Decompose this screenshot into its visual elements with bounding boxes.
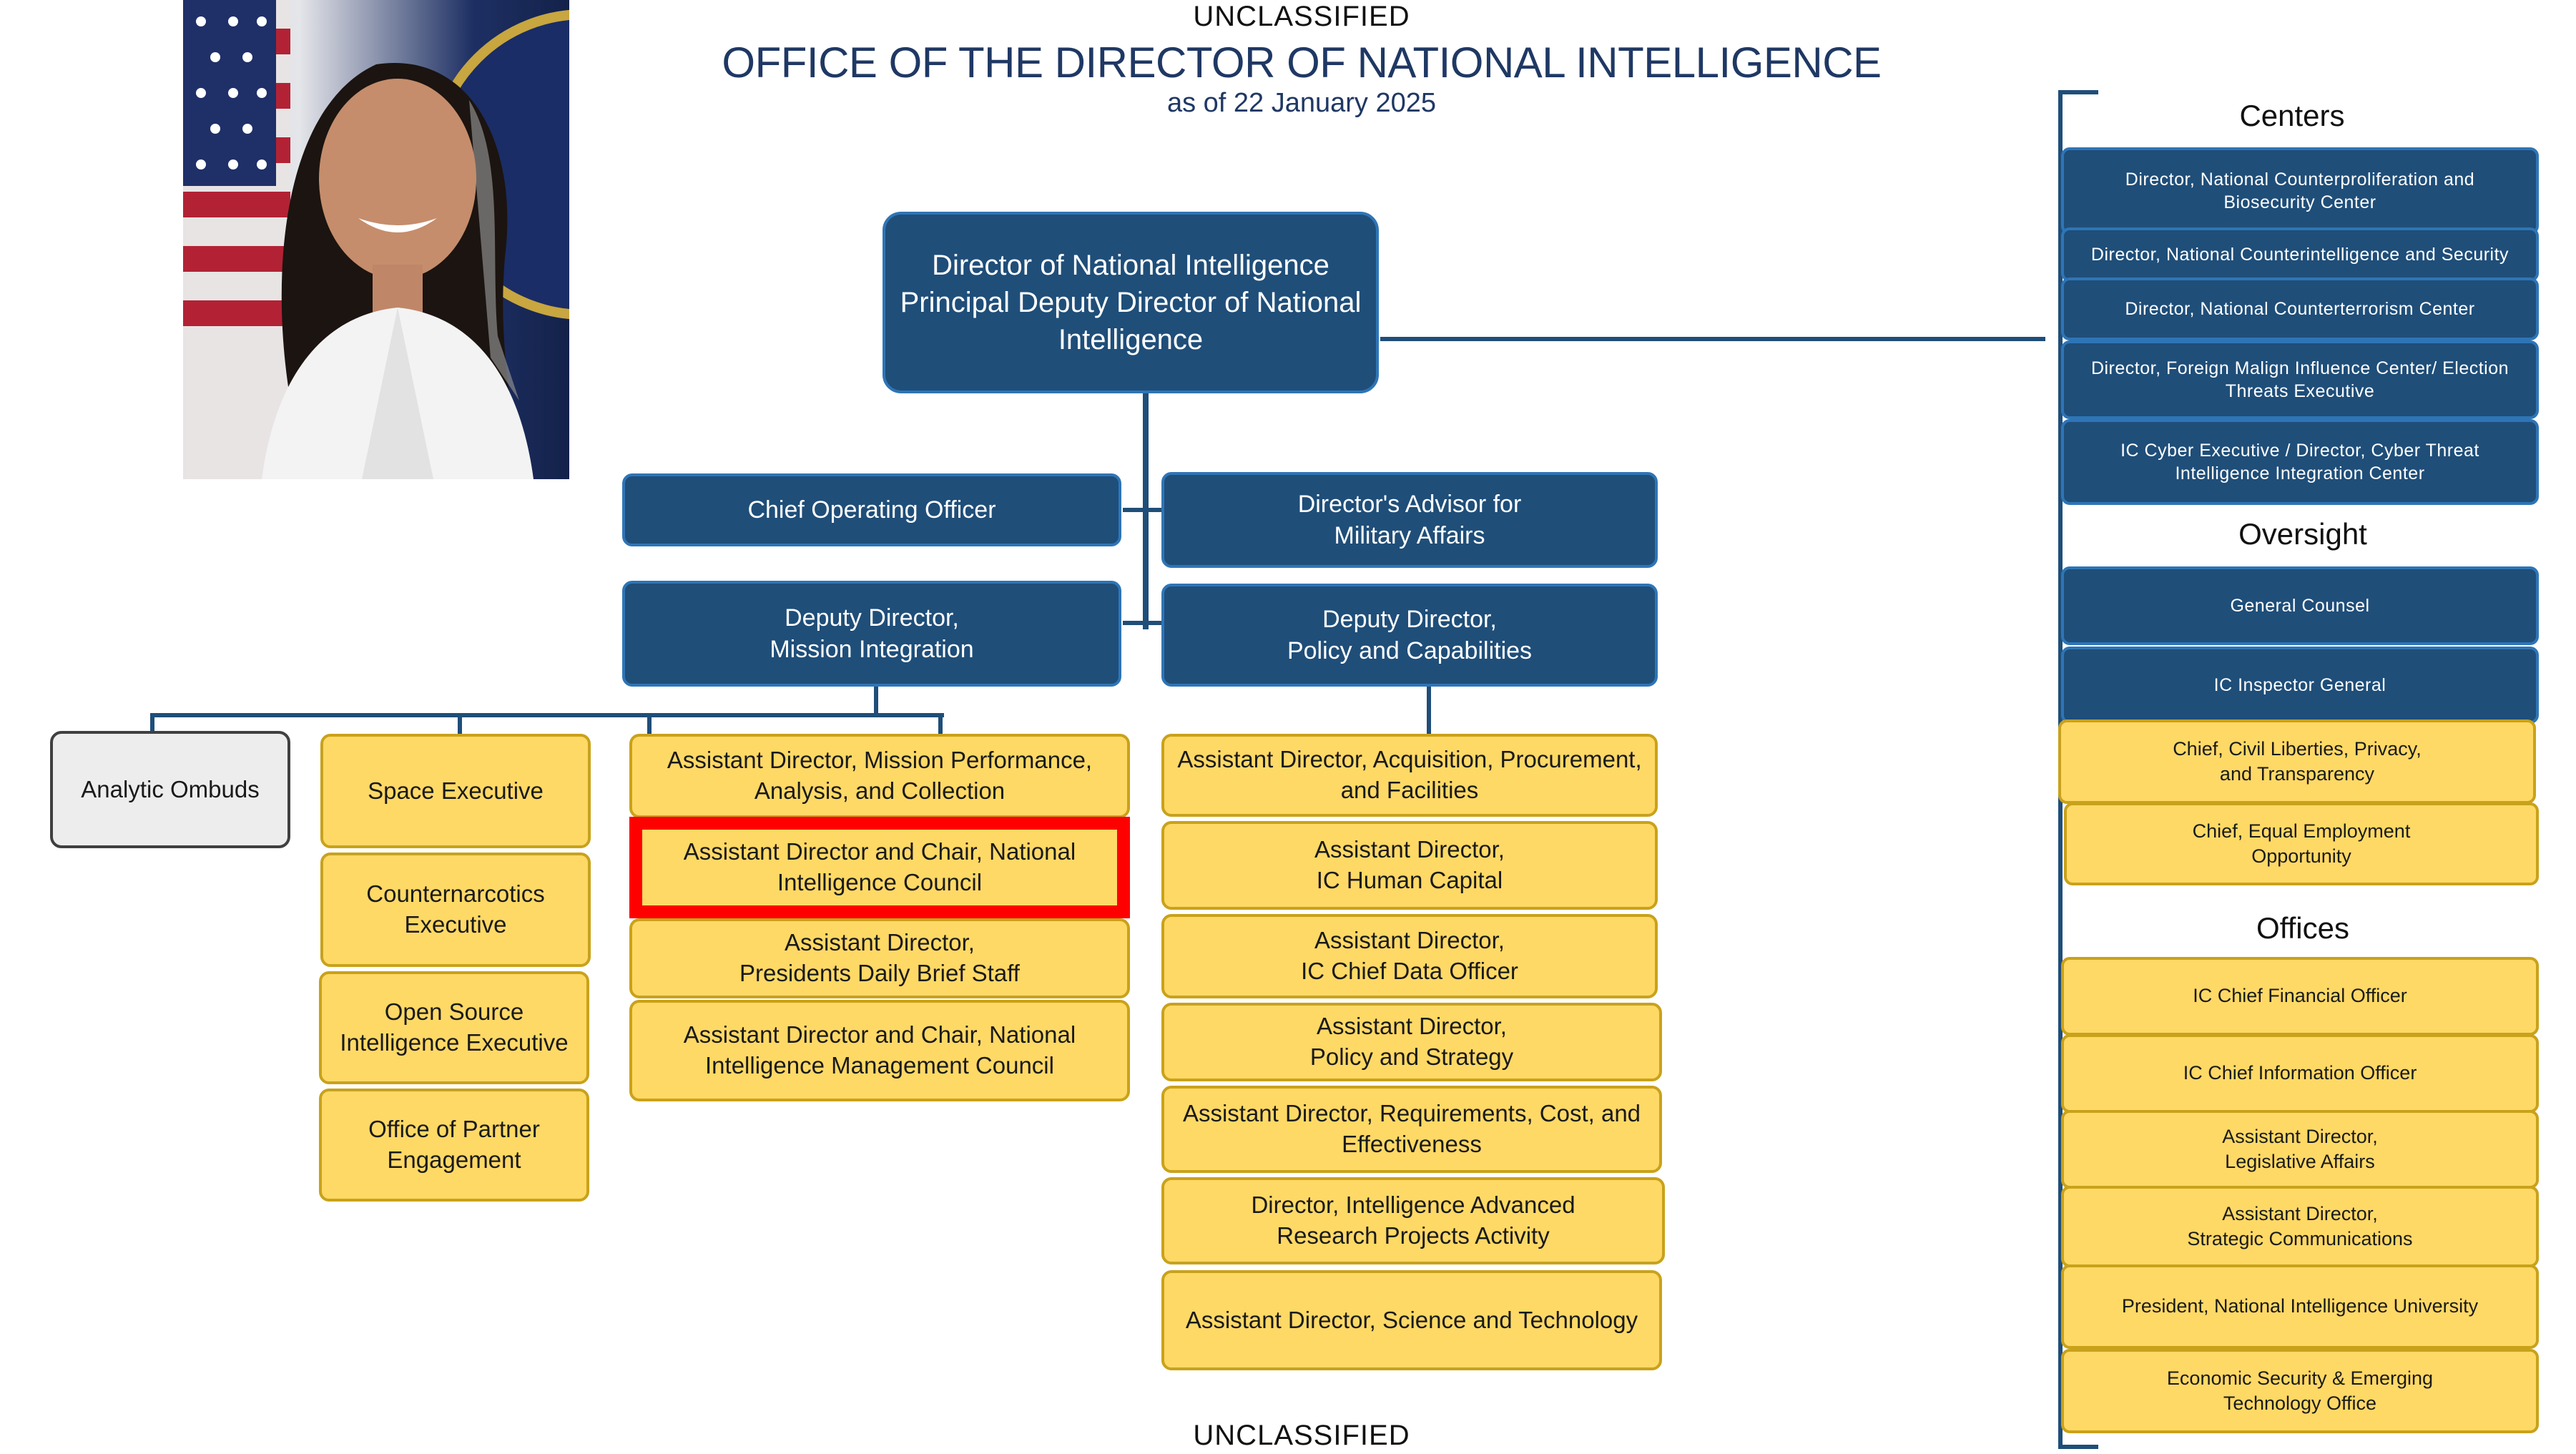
center-box: IC Cyber Executive / Director, Cyber Thr… (2061, 419, 2539, 505)
oversight-heading: Oversight (2238, 516, 2367, 551)
classification-bottom: UNCLASSIFIED (1193, 1420, 1410, 1451)
connector-coo (1123, 508, 1149, 512)
policy-column-box: Assistant Director, IC Chief Data Office… (1161, 914, 1658, 998)
oversight-box: Chief, Civil Liberties, Privacy, and Tra… (2058, 719, 2536, 804)
portrait-illustration (183, 0, 569, 479)
oversight-box: Chief, Equal Employment Opportunity (2064, 802, 2539, 885)
mission-column-box: Assistant Director, Presidents Daily Bri… (629, 918, 1130, 998)
policy-column-box: Assistant Director, Policy and Strategy (1161, 1003, 1662, 1081)
center-box: Director, National Counterintelligence a… (2061, 227, 2539, 282)
connector-military (1144, 508, 1170, 512)
offices-heading: Offices (2256, 910, 2349, 945)
office-box: Economic Security & Emerging Technology … (2061, 1349, 2539, 1433)
military-advisor-box: Director's Advisor for Military Affairs (1161, 472, 1658, 568)
analytic-ombuds-box: Analytic Ombuds (50, 731, 290, 848)
connector-executives (458, 713, 462, 735)
center-box: Director, Foreign Malign Influence Cente… (2061, 340, 2539, 419)
coo-box: Chief Operating Officer (622, 473, 1121, 546)
policy-column-box: Assistant Director, Requirements, Cost, … (1161, 1086, 1662, 1173)
connector-dni-right (1380, 337, 2045, 341)
connector-mission-column-b (938, 713, 943, 735)
policy-column-box: Assistant Director, Acquisition, Procure… (1161, 734, 1658, 817)
policy-column-box: Assistant Director, Science and Technolo… (1161, 1270, 1662, 1370)
deputy-policy-box: Deputy Director, Policy and Capabilities (1161, 584, 1658, 687)
connector-mission-horizontal (150, 713, 944, 717)
portrait-photo (183, 0, 569, 479)
connector-policy-down (1427, 687, 1431, 734)
office-box: President, National Intelligence Univers… (2061, 1264, 2539, 1349)
office-box: IC Chief Financial Officer (2061, 957, 2539, 1036)
connector-deputy-mission (1123, 621, 1149, 625)
policy-column-box: Assistant Director, IC Human Capital (1161, 821, 1658, 910)
executive-box: Counternarcotics Executive (320, 853, 591, 967)
policy-column-box: Director, Intelligence Advanced Research… (1161, 1177, 1665, 1264)
executive-box: Space Executive (320, 734, 591, 848)
office-box: Assistant Director, Legislative Affairs (2061, 1110, 2539, 1189)
mission-column-box: Assistant Director, Mission Performance,… (629, 734, 1130, 818)
mission-column-box: Assistant Director and Chair, National I… (629, 1000, 1130, 1101)
connector-mission-column-a (647, 713, 652, 735)
connector-deputy-policy (1144, 621, 1170, 625)
bracket-top (2058, 90, 2098, 94)
dni-box: Director of National Intelligence Princi… (883, 212, 1379, 393)
office-box: Assistant Director, Strategic Communicat… (2061, 1186, 2539, 1267)
executive-box: Open Source Intelligence Executive (319, 971, 589, 1084)
centers-heading: Centers (2239, 98, 2345, 132)
connector-ombuds (150, 713, 154, 735)
oversight-box: IC Inspector General (2061, 647, 2539, 724)
oversight-box: General Counsel (2061, 566, 2539, 645)
classification-top: UNCLASSIFIED (1193, 1, 1410, 32)
connector-mission-down (874, 687, 878, 715)
center-box: Director, National Counterterrorism Cent… (2061, 277, 2539, 340)
deputy-mission-box: Deputy Director, Mission Integration (622, 581, 1121, 687)
page-title: OFFICE OF THE DIRECTOR OF NATIONAL INTEL… (722, 39, 1882, 87)
center-box: Director, National Counterproliferation … (2061, 147, 2539, 235)
mission-column-box-highlighted: Assistant Director and Chair, National I… (629, 817, 1130, 918)
bracket-bottom (2058, 1445, 2098, 1449)
executive-box: Office of Partner Engagement (319, 1089, 589, 1202)
date-subtitle: as of 22 January 2025 (1166, 88, 1437, 119)
office-box: IC Chief Information Officer (2061, 1034, 2539, 1113)
